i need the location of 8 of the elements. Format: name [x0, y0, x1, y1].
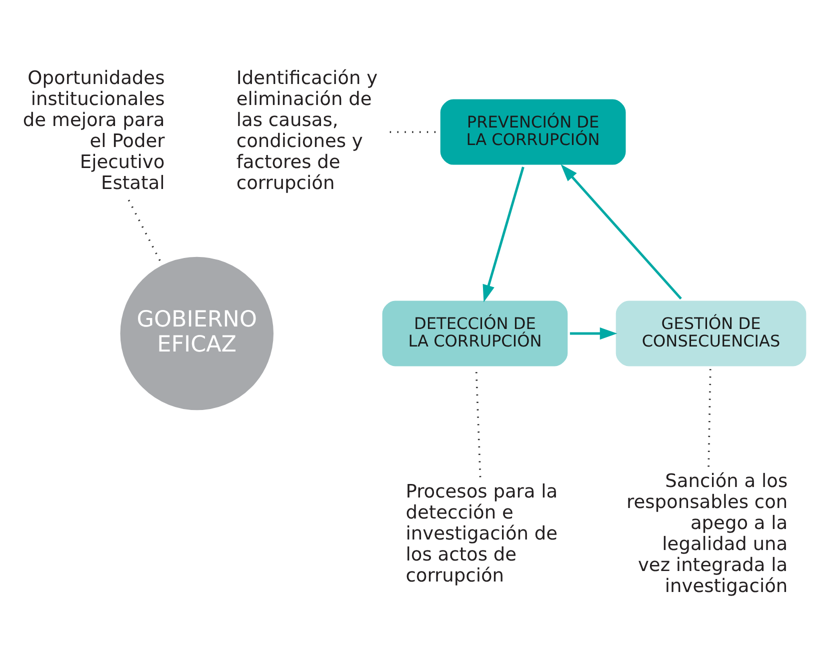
- arrow: [482, 166, 524, 302]
- node-text: Procesos para la detección e investigación de los actos de corrupción: [405, 481, 558, 586]
- arrow: [560, 164, 682, 300]
- node-text: Sanción a los responsables con apego a la legalidad una vez integrada la investigación: [626, 470, 788, 597]
- node-text: Oportunidades institucionales de mejora para el Poder Ejecutivo Estatal: [22, 68, 164, 194]
- connector: [127, 200, 161, 262]
- arrow: [569, 327, 617, 340]
- node-text: Identificación y eliminación de las causas, condiciones y factores de corrupción: [236, 68, 378, 194]
